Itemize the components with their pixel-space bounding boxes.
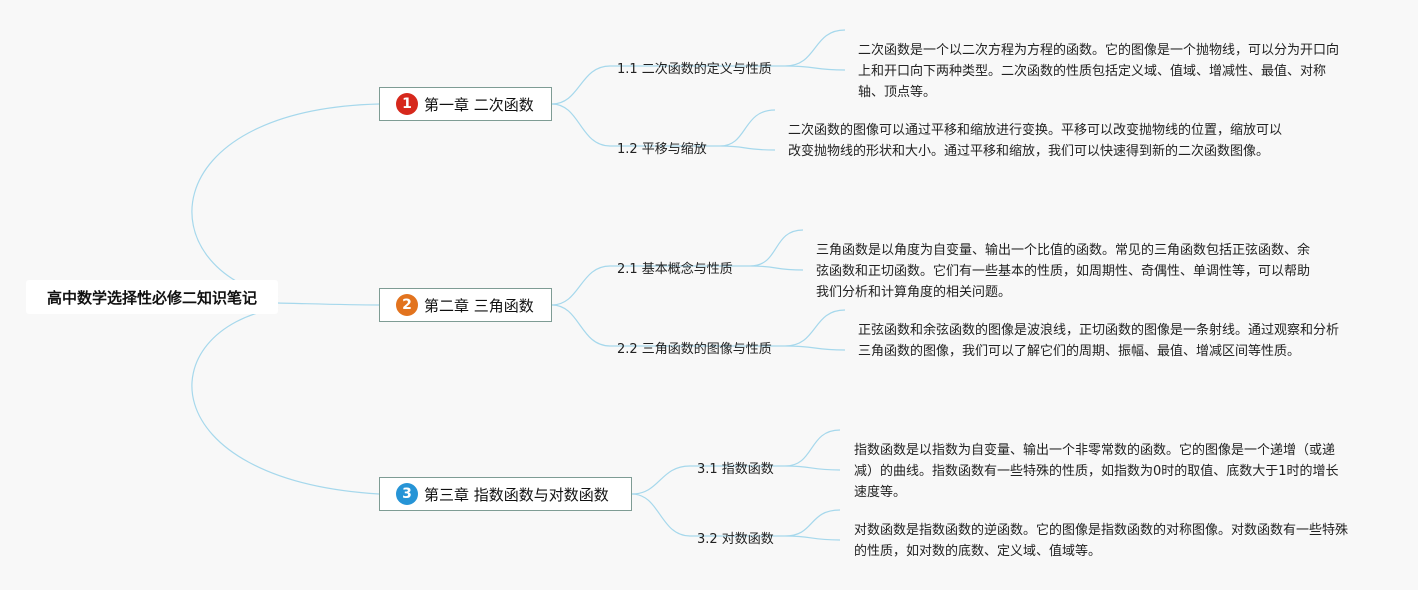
number-badge-2-icon: 2 — [396, 294, 418, 316]
section-desc-1-1: 二次函数是一个以二次方程为方程的函数。它的图像是一个抛物线，可以分为开口向上和开… — [858, 43, 1340, 100]
section-title: 3.2 对数函数 — [697, 532, 774, 547]
section-title: 2.2 三角函数的图像与性质 — [617, 342, 772, 357]
chapter-node-1[interactable]: 1 第一章 二次函数 — [379, 87, 552, 121]
section-node-2-1[interactable]: 2.1 基本概念与性质 — [617, 258, 733, 277]
section-title: 2.1 基本概念与性质 — [617, 262, 733, 277]
chapter-title: 第一章 二次函数 — [424, 95, 534, 114]
section-node-3-1[interactable]: 3.1 指数函数 — [697, 458, 774, 477]
chapter-2-to-section-2-1-line — [551, 265, 750, 306]
chapter-node-2[interactable]: 2 第二章 三角函数 — [379, 288, 552, 322]
chapter-1-to-section-1-2-line — [551, 103, 720, 147]
root-to-chapter-3-line — [191, 307, 380, 495]
section-desc-2-1: 三角函数是以角度为自变量、输出一个比值的函数。常见的三角函数包括正弦函数、余弦函… — [816, 243, 1311, 300]
chapter-2-to-section-2-2-line — [551, 304, 785, 347]
chapter-1-to-section-1-1-line — [551, 65, 785, 105]
root-to-chapter-2-line — [277, 302, 380, 306]
section-desc-1-2: 二次函数的图像可以通过平移和缩放进行变换。平移可以改变抛物线的位置，缩放可以改变… — [788, 123, 1283, 159]
section-desc-3-1: 指数函数是以指数为自变量、输出一个非零常数的函数。它的图像是一个递增（或递减）的… — [854, 443, 1339, 500]
section-node-2-2[interactable]: 2.2 三角函数的图像与性质 — [617, 338, 772, 357]
section-title: 1.2 平移与缩放 — [617, 142, 707, 157]
section-3-1-to-desc-line — [784, 429, 841, 471]
section-2-1-to-desc-line — [749, 229, 804, 271]
section-title: 3.1 指数函数 — [697, 462, 774, 477]
chapter-3-to-section-3-1-line — [631, 465, 785, 495]
section-title: 1.1 二次函数的定义与性质 — [617, 62, 772, 77]
section-node-1-2[interactable]: 1.2 平移与缩放 — [617, 138, 707, 157]
root-title: 高中数学选择性必修二知识笔记 — [46, 288, 257, 307]
number-badge-3-icon: 3 — [396, 483, 418, 505]
chapter-title: 第三章 指数函数与对数函数 — [424, 485, 609, 504]
section-3-2-to-desc-line — [784, 509, 841, 541]
section-desc-3-2: 对数函数是指数函数的逆函数。它的图像是指数函数的对称图像。对数函数有一些特殊的性… — [854, 523, 1349, 559]
section-1-1-to-desc-line — [784, 29, 846, 71]
section-node-1-1[interactable]: 1.1 二次函数的定义与性质 — [617, 58, 772, 77]
section-1-2-to-desc-line — [719, 109, 776, 151]
root-to-chapter-1-line — [191, 103, 380, 298]
section-desc-2-2: 正弦函数和余弦函数的图像是波浪线，正切函数的图像是一条射线。通过观察和分析三角函… — [858, 323, 1340, 359]
chapter-3-to-section-3-2-line — [631, 493, 785, 537]
section-node-3-2[interactable]: 3.2 对数函数 — [697, 528, 774, 547]
number-badge-1-icon: 1 — [396, 93, 418, 115]
root-node[interactable]: 高中数学选择性必修二知识笔记 — [26, 280, 278, 314]
chapter-node-3[interactable]: 3 第三章 指数函数与对数函数 — [379, 477, 632, 511]
chapter-title: 第二章 三角函数 — [424, 296, 534, 315]
section-2-2-to-desc-line — [784, 309, 846, 351]
